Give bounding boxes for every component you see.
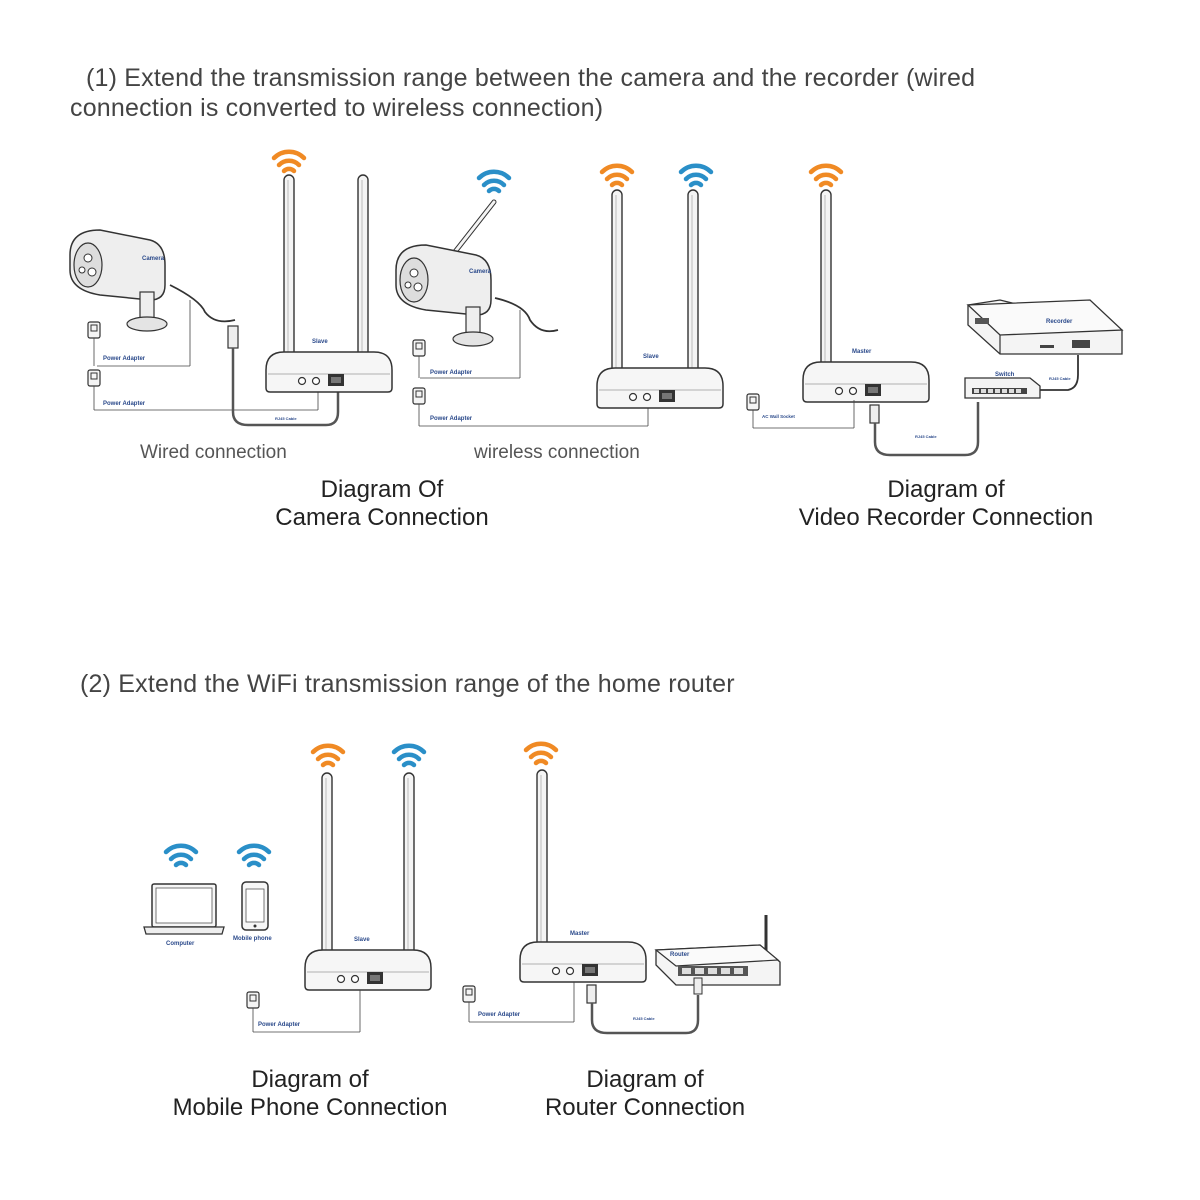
camera-diagram-title-line1: Diagram Of [320, 476, 444, 503]
power-adapter-icon [462, 985, 476, 1003]
slave-transmitter-icon [265, 351, 393, 393]
power-adapter-icon [246, 991, 260, 1009]
router-icon [654, 915, 781, 995]
recorder-label: Recorder [1046, 319, 1073, 325]
mobile-phone-diagram: Computer Mobile phone Slave Power Adapte… [143, 746, 432, 1033]
slave-label: Slave [643, 354, 659, 360]
antenna-icon [283, 174, 295, 371]
antenna-icon [357, 174, 369, 371]
power-adapter-icon [412, 387, 426, 405]
camera-icon [395, 244, 494, 347]
wifi-signal-icon [602, 166, 632, 185]
recorder-icon [966, 299, 1124, 355]
power-adapter-label: Power Adapter [430, 370, 473, 376]
phone-icon [241, 881, 269, 931]
slave-label: Slave [354, 937, 370, 943]
section1-heading-line1: (1) Extend the transmission range betwee… [86, 64, 976, 92]
wifi-signal-icon [681, 166, 711, 185]
wifi-signal-icon [394, 746, 424, 765]
computer-label: Computer [166, 941, 195, 947]
switch-label: Switch [995, 372, 1015, 378]
wired-camera-diagram: Camera Power Adapter Power Adapter RJ45 … [69, 152, 393, 427]
rj45-cable-label: RJ45 Cable [633, 1016, 655, 1021]
antenna-icon [820, 189, 832, 386]
camera-diagram-title-line2: Camera Connection [275, 504, 489, 531]
power-adapter-icon [746, 393, 760, 411]
wifi-signal-icon [526, 744, 556, 763]
recorder-diagram-title-line1: Diagram of [887, 476, 1005, 503]
power-adapter-icon [87, 321, 101, 339]
wifi-signal-icon [479, 172, 509, 191]
router-label: Router [670, 952, 690, 958]
phone-diagram-title-line1: Diagram of [251, 1066, 369, 1093]
wifi-signal-icon [274, 152, 304, 171]
antenna-icon [403, 772, 415, 969]
slave-transmitter-icon [596, 367, 724, 409]
wifi-signal-icon [166, 846, 196, 865]
video-recorder-diagram: Master AC Wall Socket RJ45 Cable Switch … [746, 166, 1124, 457]
laptop-icon [143, 883, 225, 935]
rj45-cable-label: RJ45 Cable [915, 434, 937, 439]
antenna-icon [536, 769, 548, 966]
section2-heading: (2) Extend the WiFi transmission range o… [80, 670, 735, 698]
wifi-signal-icon [239, 846, 269, 865]
wifi-signal-icon [811, 166, 841, 185]
slave-label: Slave [312, 339, 328, 345]
power-adapter-label: Power Adapter [258, 1022, 301, 1028]
antenna-icon [687, 189, 699, 386]
power-adapter-icon [412, 339, 426, 357]
camera-label: Camera [469, 269, 492, 275]
power-adapter-label: Power Adapter [430, 416, 473, 422]
wifi-signal-icon [313, 746, 343, 765]
phone-diagram-title-line2: Mobile Phone Connection [172, 1094, 448, 1121]
rj45-cable-label: RJ45 Cable [275, 416, 297, 421]
wireless-camera-diagram: Camera Power Adapter Power Adapter Slave [395, 166, 724, 427]
master-transmitter-icon [519, 941, 647, 983]
power-adapter-label: Power Adapter [478, 1012, 521, 1018]
section1-heading-line2: connection is converted to wireless conn… [70, 94, 604, 122]
power-adapter-label: Power Adapter [103, 356, 146, 362]
router-diagram-title-line1: Diagram of [586, 1066, 704, 1093]
antenna-icon [611, 189, 623, 386]
master-label: Master [852, 349, 872, 355]
mobile-phone-label: Mobile phone [233, 936, 272, 942]
rj45-cable-label: RJ45 Cable [1049, 376, 1071, 381]
power-adapter-label: Power Adapter [103, 401, 146, 407]
router-diagram-title-line2: Router Connection [544, 1094, 746, 1121]
master-label: Master [570, 931, 590, 937]
master-transmitter-icon [802, 361, 930, 403]
wired-connection-caption: Wired connection [140, 442, 287, 463]
power-adapter-icon [87, 369, 101, 387]
ac-wall-socket-label: AC Wall Socket [762, 414, 795, 419]
slave-transmitter-icon [304, 949, 432, 991]
recorder-diagram-title-line2: Video Recorder Connection [798, 504, 1094, 531]
router-diagram: Master Power Adapter RJ45 Cable Router [462, 744, 781, 1035]
antenna-icon [321, 772, 333, 969]
camera-label: Camera [142, 256, 165, 262]
switch-icon [964, 377, 1041, 399]
wireless-connection-caption: wireless connection [474, 442, 640, 463]
camera-icon [69, 229, 168, 332]
